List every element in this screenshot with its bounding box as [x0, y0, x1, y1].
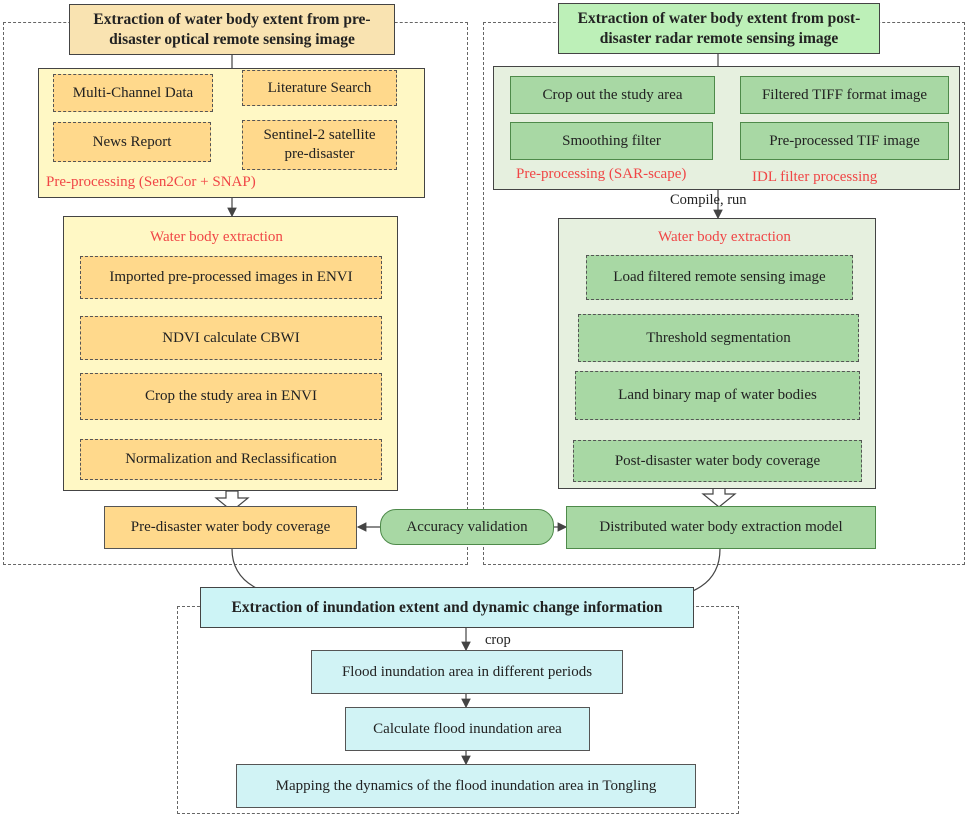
post-step-binary-map: Land binary map of water bodies [575, 371, 860, 420]
crop-label: crop [485, 632, 511, 648]
multi-channel-data-label: Multi-Channel Data [72, 84, 194, 101]
literature-search-box: Literature Search [242, 70, 397, 106]
multi-channel-data-box: Multi-Channel Data [53, 74, 213, 112]
pre-step-imported-label: Imported pre-processed images in ENVI [109, 269, 353, 286]
pre-processed-tif-label: Pre-processed TIF image [769, 132, 920, 149]
news-report-box: News Report [53, 122, 211, 162]
smoothing-filter-label: Smoothing filter [562, 132, 661, 149]
pre-disaster-result-label: Pre-disaster water body coverage [130, 519, 331, 536]
filtered-tiff-label: Filtered TIFF format image [761, 86, 928, 103]
final-step-calculate-label: Calculate flood inundation area [373, 720, 562, 737]
crop-study-area-box: Crop out the study area [510, 76, 715, 114]
pre-step-ndvi: NDVI calculate CBWI [80, 316, 382, 360]
sentinel-2-box: Sentinel-2 satellite pre-disaster [242, 120, 397, 170]
pre-disaster-title-text: Extraction of water body extent from pre… [93, 11, 371, 48]
post-disaster-result-box: Distributed water body extraction model [566, 506, 876, 549]
pre-step-ndvi-label: NDVI calculate CBWI [162, 329, 300, 346]
post-step-binary-map-label: Land binary map of water bodies [618, 387, 817, 404]
pre-step-imported: Imported pre-processed images in ENVI [80, 256, 382, 299]
accuracy-validation-box: Accuracy validation [380, 509, 554, 545]
post-disaster-result-label: Distributed water body extraction model [599, 519, 843, 536]
post-disaster-title-text: Extraction of water body extent from pos… [577, 10, 861, 47]
pre-disaster-result-box: Pre-disaster water body coverage [104, 506, 357, 549]
pre-water-extraction-label: Water body extraction [150, 229, 283, 245]
pre-processing-label: Pre-processing (Sen2Cor + SNAP) [46, 174, 256, 190]
sar-scape-label: Pre-processing (SAR-scape) [516, 166, 687, 182]
crop-study-area-label: Crop out the study area [542, 86, 683, 103]
post-step-coverage-label: Post-disaster water body coverage [614, 452, 821, 469]
sentinel-2-label: Sentinel-2 satellite pre-disaster [263, 127, 376, 162]
post-step-load: Load filtered remote sensing image [586, 255, 853, 300]
smoothing-filter-box: Smoothing filter [510, 122, 713, 160]
pre-step-crop-label: Crop the study area in ENVI [144, 388, 318, 405]
final-stage-title: Extraction of inundation extent and dyna… [200, 587, 694, 628]
news-report-label: News Report [92, 133, 172, 150]
pre-processed-tif-box: Pre-processed TIF image [740, 122, 949, 160]
literature-search-label: Literature Search [267, 79, 372, 96]
post-disaster-title: Extraction of water body extent from pos… [558, 3, 880, 54]
post-step-threshold-label: Threshold segmentation [646, 329, 791, 346]
pre-step-crop: Crop the study area in ENVI [80, 373, 382, 420]
compile-run-label: Compile, run [670, 192, 747, 208]
pre-step-normalization: Normalization and Reclassification [80, 439, 382, 480]
final-step-periods: Flood inundation area in different perio… [311, 650, 623, 694]
final-stage-title-text: Extraction of inundation extent and dyna… [231, 598, 663, 616]
final-step-mapping: Mapping the dynamics of the flood inunda… [236, 764, 696, 808]
final-step-periods-label: Flood inundation area in different perio… [341, 663, 593, 680]
post-step-load-label: Load filtered remote sensing image [613, 269, 826, 286]
post-step-coverage: Post-disaster water body coverage [573, 440, 862, 482]
idl-filter-label: IDL filter processing [752, 169, 878, 185]
post-water-extraction-label: Water body extraction [658, 229, 791, 245]
post-step-threshold: Threshold segmentation [578, 314, 859, 362]
pre-step-normalization-label: Normalization and Reclassification [125, 451, 337, 468]
accuracy-validation-label: Accuracy validation [406, 518, 528, 535]
pre-disaster-title: Extraction of water body extent from pre… [69, 4, 395, 55]
final-step-calculate: Calculate flood inundation area [345, 707, 590, 751]
final-step-mapping-label: Mapping the dynamics of the flood inunda… [275, 777, 657, 794]
filtered-tiff-box: Filtered TIFF format image [740, 76, 949, 114]
